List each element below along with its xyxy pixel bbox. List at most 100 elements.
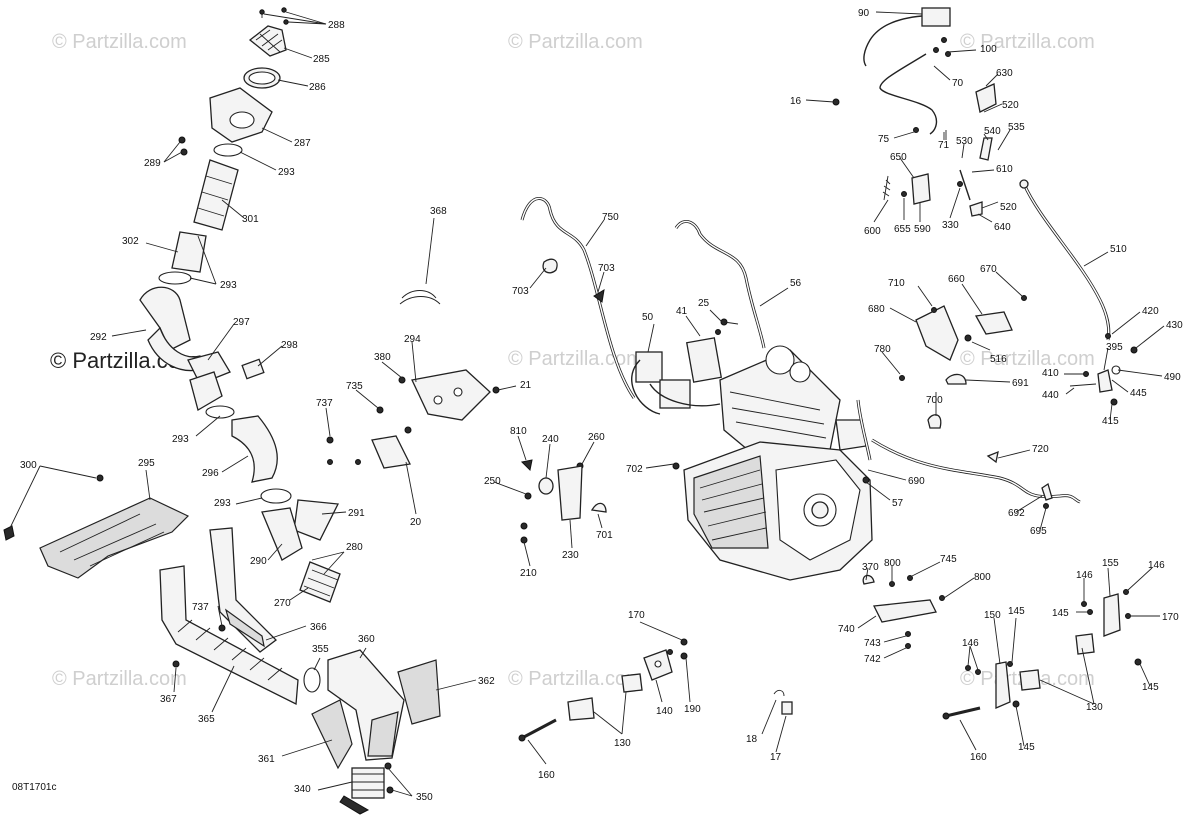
- part-label: 810: [510, 426, 527, 437]
- part-label: 146: [1076, 570, 1093, 581]
- part-label: 510: [1110, 244, 1127, 255]
- part-label: 702: [626, 464, 643, 475]
- part-label: 710: [888, 278, 905, 289]
- part-label: 150: [984, 610, 1001, 621]
- part-label: 286: [309, 82, 326, 93]
- part-label: 440: [1042, 390, 1059, 401]
- part-label: 290: [250, 556, 267, 567]
- part-label: 285: [313, 54, 330, 65]
- part-label: 535: [1008, 122, 1025, 133]
- part-label: 145: [1142, 682, 1159, 693]
- engine-assembly: [631, 318, 873, 581]
- part-label: 90: [858, 8, 870, 19]
- part-label: 287: [294, 138, 311, 149]
- part-label: 660: [948, 274, 965, 285]
- part-label: 655: [894, 224, 911, 235]
- part-label: 160: [538, 770, 555, 781]
- leader-lines: [9, 11, 1165, 797]
- part-label: 50: [642, 312, 654, 323]
- part-label: 155: [1102, 558, 1119, 569]
- part-label: 130: [614, 738, 631, 749]
- part-label: 367: [160, 694, 177, 705]
- part-label: 293: [278, 167, 295, 178]
- top-right-controls: [832, 7, 1111, 341]
- part-label: 780: [874, 344, 891, 355]
- part-label: 190: [684, 704, 701, 715]
- part-label: 20: [410, 517, 422, 528]
- part-label: 330: [942, 220, 959, 231]
- part-label: 293: [214, 498, 231, 509]
- watermark-top-left: © Partzilla.com: [52, 31, 187, 53]
- part-label: 75: [878, 134, 890, 145]
- part-label: 530: [956, 136, 973, 147]
- watermark-top-center: © Partzilla.com: [508, 31, 643, 53]
- part-label: 170: [1162, 612, 1179, 623]
- bracket-assembly: [326, 290, 500, 469]
- part-label: 230: [562, 550, 579, 561]
- part-label: 703: [598, 263, 615, 274]
- part-label: 302: [122, 236, 139, 247]
- part-label: 170: [628, 610, 645, 621]
- part-label: 700: [926, 395, 943, 406]
- part-label: 17: [770, 752, 782, 763]
- part-label: 750: [602, 212, 619, 223]
- part-label: 380: [374, 352, 391, 363]
- part-label: 355: [312, 644, 329, 655]
- part-label: 289: [144, 158, 161, 169]
- part-label: 350: [416, 792, 433, 803]
- part-label: 130: [1086, 702, 1103, 713]
- part-label: 362: [478, 676, 495, 687]
- part-label: 293: [220, 280, 237, 291]
- part-label: 41: [676, 306, 688, 317]
- part-label: 415: [1102, 416, 1119, 427]
- part-label: 368: [430, 206, 447, 217]
- wire-harness-56: [674, 219, 766, 349]
- part-label: 240: [542, 434, 559, 445]
- part-label: 56: [790, 278, 802, 289]
- part-label: 800: [884, 558, 901, 569]
- part-label: 395: [1106, 342, 1123, 353]
- part-label: 703: [512, 286, 529, 297]
- part-label: 292: [90, 332, 107, 343]
- part-label: 288: [328, 20, 345, 31]
- part-label: 600: [864, 226, 881, 237]
- watermarks: © Partzilla.com © Partzilla.com © Partzi…: [50, 31, 1095, 690]
- part-label: 270: [274, 598, 291, 609]
- part-label: 516: [990, 354, 1007, 365]
- part-label: 145: [1008, 606, 1025, 617]
- part-label: 293: [172, 434, 189, 445]
- part-label: 365: [198, 714, 215, 725]
- part-label: 145: [1052, 608, 1069, 619]
- part-label: 280: [346, 542, 363, 553]
- part-label: 71: [938, 140, 950, 151]
- part-label: 340: [294, 784, 311, 795]
- part-label: 590: [914, 224, 931, 235]
- part-label: 145: [1018, 742, 1035, 753]
- watermark-bottom-left: © Partzilla.com: [52, 668, 187, 690]
- throttle-cable-690: [856, 399, 1081, 504]
- part-label: 737: [192, 602, 209, 613]
- part-label: 420: [1142, 306, 1159, 317]
- part-label: 140: [656, 706, 673, 717]
- part-label: 680: [868, 304, 885, 315]
- part-label: 735: [346, 381, 363, 392]
- part-label: 300: [20, 460, 37, 471]
- part-label: 296: [202, 468, 219, 479]
- part-label: 410: [1042, 368, 1059, 379]
- part-label: 737: [316, 398, 333, 409]
- part-label: 690: [908, 476, 925, 487]
- part-label: 360: [358, 634, 375, 645]
- part-label: 16: [790, 96, 802, 107]
- part-label: 25: [698, 298, 710, 309]
- sensor-assembly: [520, 459, 607, 544]
- part-label: 743: [864, 638, 881, 649]
- part-label: 640: [994, 222, 1011, 233]
- part-label: 650: [890, 152, 907, 163]
- part-label: 298: [281, 340, 298, 351]
- part-label: 740: [838, 624, 855, 635]
- part-label: 294: [404, 334, 421, 345]
- air-intake-assembly: [3, 7, 441, 815]
- part-label: 430: [1166, 320, 1183, 331]
- part-label: 540: [984, 126, 1001, 137]
